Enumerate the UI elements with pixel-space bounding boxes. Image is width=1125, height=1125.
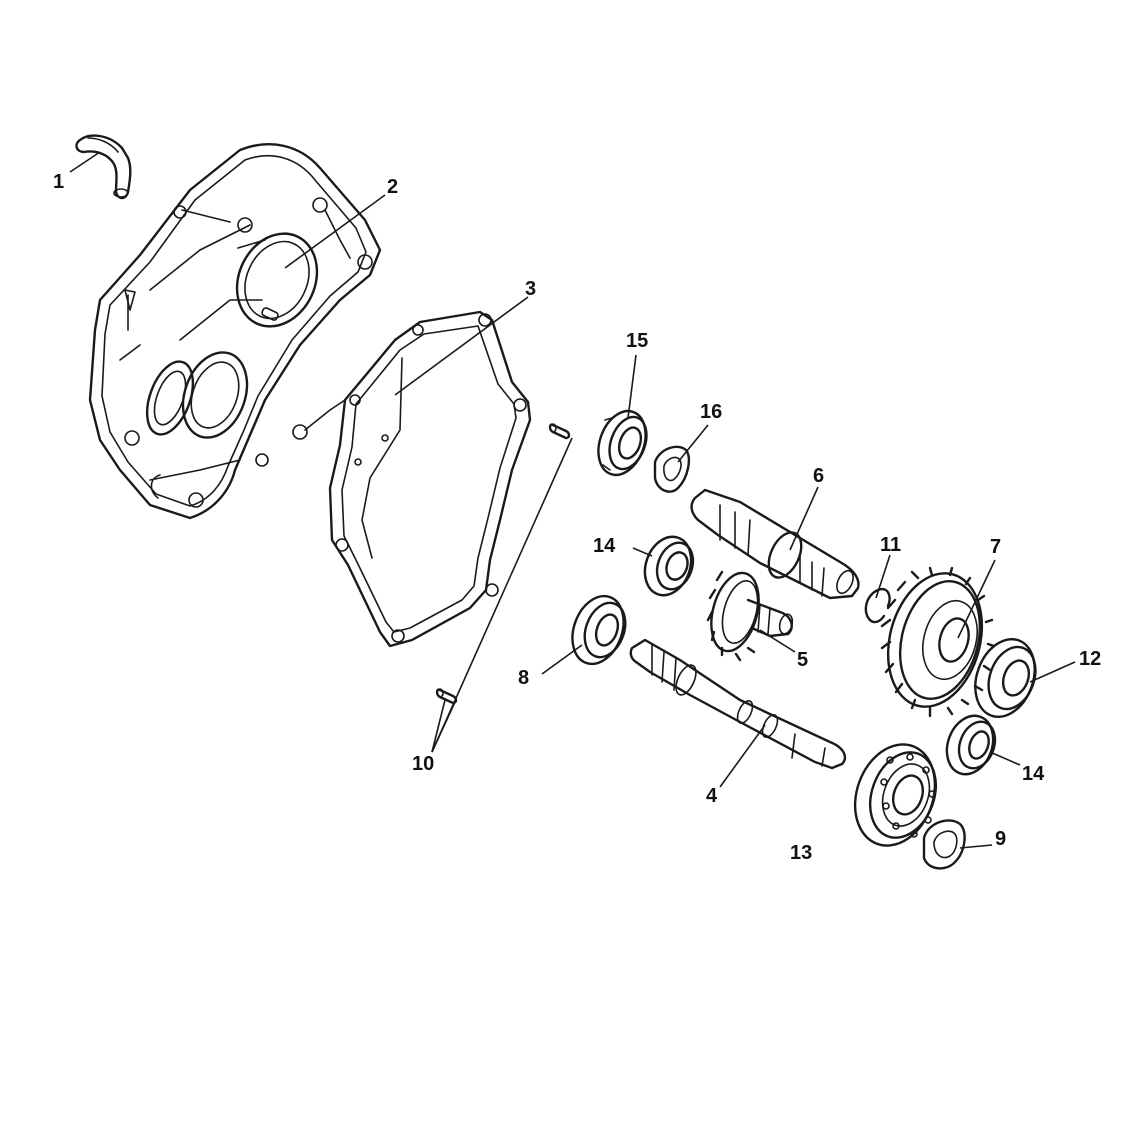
part-12-bearing: [974, 638, 1037, 718]
part-16-washer: [653, 445, 690, 493]
callout-14-right: 14: [1022, 763, 1045, 785]
part-14-bearing-upper-left: [643, 535, 695, 597]
part-15-bearing: [597, 409, 648, 477]
callout-11: 11: [880, 534, 901, 556]
callout-13: 13: [790, 842, 812, 864]
part-7-driven-gear: [880, 566, 996, 718]
callout-14-left: 14: [593, 535, 616, 557]
part-13-large-bearing: [853, 743, 937, 847]
part-10-dowel-pins: [435, 423, 571, 705]
part-2-transmission-cover: [88, 143, 382, 520]
callout-4: 4: [706, 785, 718, 807]
callout-8: 8: [518, 667, 529, 689]
part-5-gear: [706, 570, 794, 662]
callout-15: 15: [626, 330, 648, 352]
callout-1: 1: [53, 171, 64, 193]
part-9-washer: [922, 819, 966, 870]
callout-labels: 1 2 3 15 16 6 11 7 14 5 12 8 14 10 4 9 1…: [53, 171, 1101, 864]
callout-12: 12: [1079, 648, 1101, 670]
leader-lines: [69, 151, 1076, 849]
callout-2: 2: [387, 176, 398, 198]
callout-6: 6: [813, 465, 824, 487]
callout-10: 10: [412, 753, 434, 775]
callout-16: 16: [700, 401, 722, 423]
part-4-main-shaft: [629, 638, 846, 770]
part-1-breather-hose: [75, 134, 132, 200]
part-8-bearing: [571, 594, 627, 666]
part-14-bearing-right: [945, 714, 997, 776]
callout-9: 9: [995, 828, 1006, 850]
part-3-gasket: [328, 310, 532, 648]
callout-7: 7: [990, 536, 1001, 558]
callout-5: 5: [797, 649, 808, 671]
part-6-countershaft: [690, 488, 860, 600]
callout-3: 3: [525, 278, 536, 300]
